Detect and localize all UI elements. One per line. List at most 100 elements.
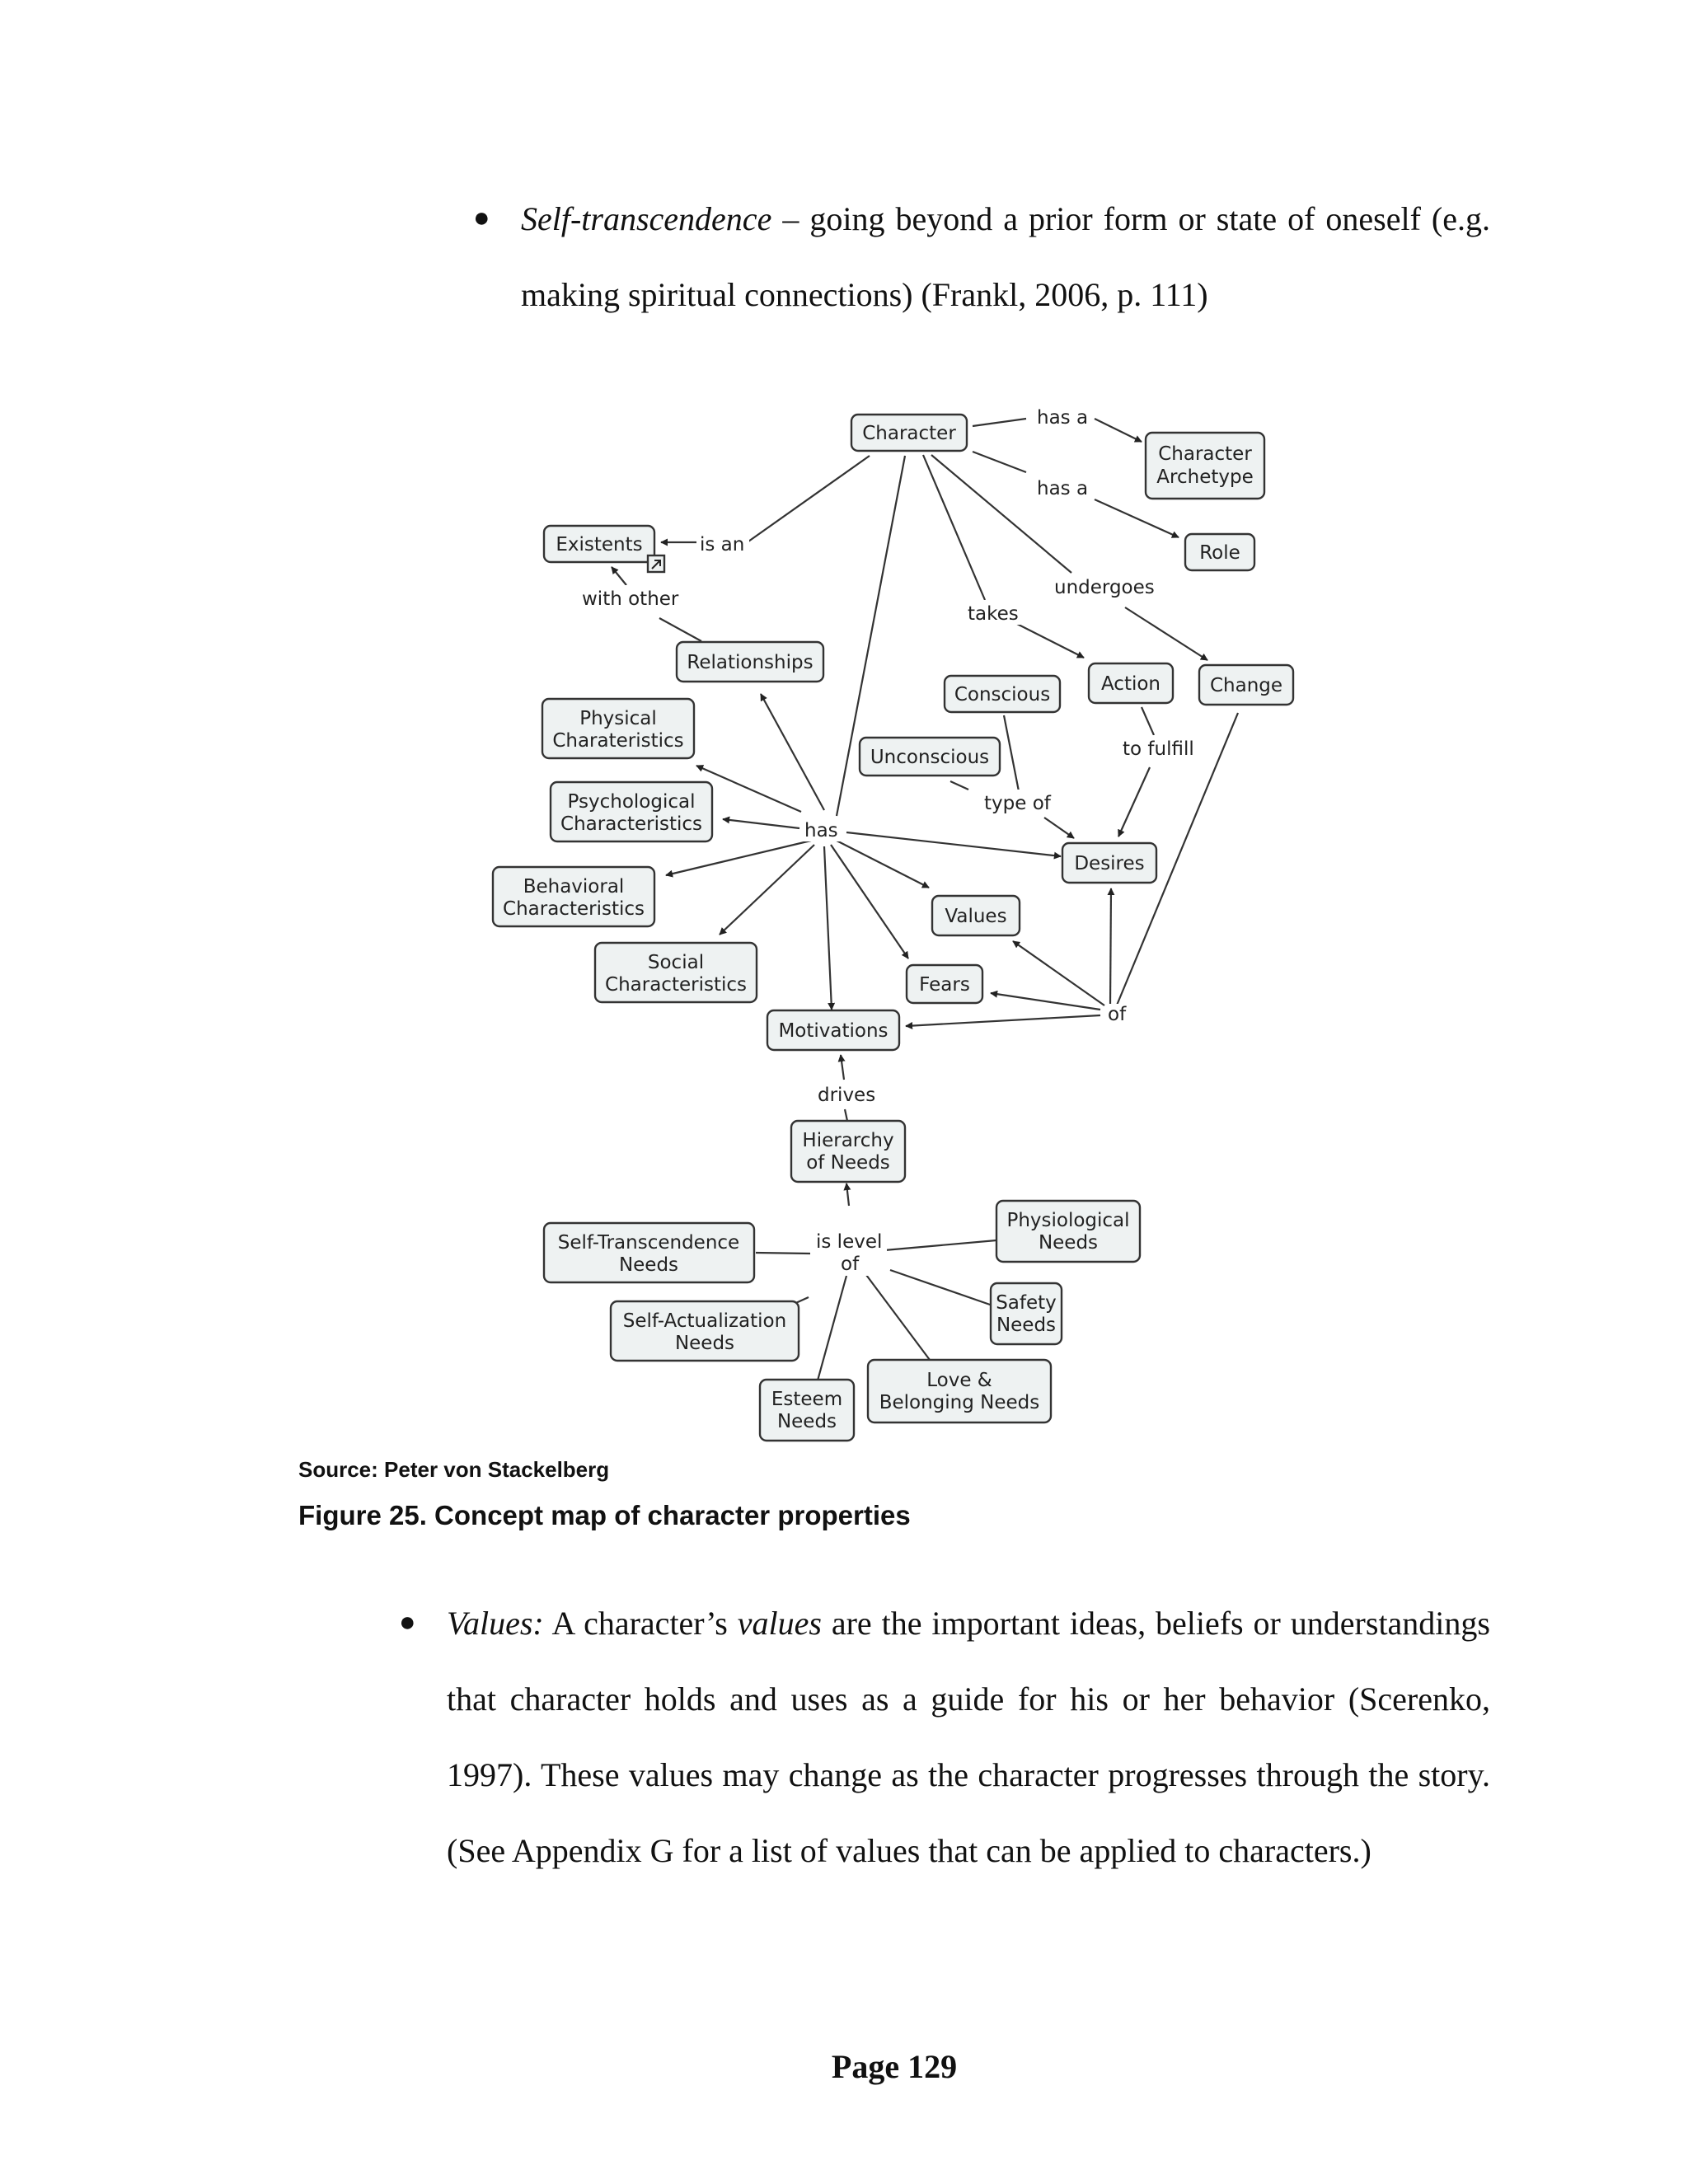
- label-is-an: is an: [700, 534, 744, 555]
- label-with-other: with other: [582, 588, 679, 610]
- svg-text:Belonging Needs: Belonging Needs: [879, 1392, 1040, 1413]
- svg-text:Characteristics: Characteristics: [503, 898, 645, 920]
- node-self-transcendence-needs: Self-Transcendence Needs: [542, 1221, 756, 1284]
- label-drives: drives: [818, 1085, 875, 1106]
- edge: [1140, 706, 1156, 736]
- bullet-line: Values: A character’s values are the imp…: [447, 1586, 1490, 1661]
- edge: [1043, 817, 1075, 839]
- edge: [1094, 418, 1142, 443]
- svg-text:Behavioral: Behavioral: [523, 876, 625, 898]
- svg-text:Role: Role: [1199, 542, 1240, 564]
- edge: [748, 455, 870, 542]
- edge: [950, 780, 969, 791]
- bullet-line: 1997). These values may change as the ch…: [447, 1756, 1490, 1793]
- edge: [816, 1275, 848, 1381]
- edge: [931, 454, 1072, 574]
- bullet-text: are the important ideas, beliefs or unde…: [821, 1605, 1490, 1642]
- edge: [889, 1268, 993, 1307]
- edge: [972, 450, 1027, 474]
- label-has-a: has a: [1037, 407, 1088, 429]
- svg-text:of Needs: of Needs: [806, 1152, 890, 1174]
- edge: [1012, 940, 1105, 1006]
- node-physical-characteristics: Physical Charateristics: [541, 697, 696, 760]
- svg-text:Needs: Needs: [1039, 1232, 1098, 1254]
- bullet-self-transcendence: Self-transcendence – going beyond a prio…: [521, 181, 1490, 333]
- label-of: of: [1108, 1004, 1127, 1025]
- svg-text:Safety: Safety: [996, 1292, 1057, 1314]
- node-physiological-needs: Physiological Needs: [995, 1199, 1142, 1263]
- svg-text:Characteristics: Characteristics: [605, 974, 747, 996]
- svg-text:Character: Character: [862, 423, 956, 444]
- edge: [755, 1251, 811, 1255]
- edge: [1107, 888, 1115, 1008]
- node-role: Role: [1184, 532, 1256, 572]
- bullet-text: – going beyond a prior form or state of …: [771, 200, 1490, 237]
- svg-text:Character: Character: [1158, 443, 1252, 465]
- svg-text:Physiological: Physiological: [1006, 1210, 1129, 1231]
- node-desires: Desires: [1061, 841, 1158, 884]
- svg-text:Values: Values: [945, 906, 1006, 927]
- svg-text:Conscious: Conscious: [954, 684, 1050, 705]
- edge: [990, 990, 1101, 1011]
- label-to-fulfill: to fulfill: [1123, 738, 1194, 760]
- svg-text:Desires: Desires: [1074, 853, 1144, 874]
- label-has-a: has a: [1037, 478, 1088, 499]
- svg-text:Needs: Needs: [619, 1254, 678, 1276]
- label-takes: takes: [968, 603, 1019, 625]
- node-change: Change: [1198, 663, 1295, 706]
- bullet-dot: ●: [399, 1607, 416, 1638]
- svg-text:Charateristics: Charateristics: [552, 730, 683, 752]
- node-love-belonging-needs: Love & Belonging Needs: [866, 1358, 1053, 1424]
- edge: [837, 1054, 846, 1080]
- svg-text:Relationships: Relationships: [687, 652, 813, 673]
- svg-text:Action: Action: [1101, 673, 1160, 695]
- edge: [696, 764, 802, 813]
- svg-text:Physical: Physical: [579, 708, 657, 729]
- svg-text:Needs: Needs: [777, 1411, 837, 1432]
- node-action: Action: [1087, 662, 1175, 705]
- edge: [1013, 621, 1085, 658]
- node-social-characteristics: Social Characteristics: [593, 941, 758, 1004]
- edge: [722, 816, 800, 830]
- term-self-transcendence: Self-transcendence: [521, 200, 772, 237]
- node-values: Values: [931, 894, 1021, 937]
- svg-text:Love &: Love &: [926, 1370, 992, 1391]
- edge: [719, 844, 815, 935]
- svg-text:Change: Change: [1210, 675, 1282, 696]
- bullet-line: Self-transcendence – going beyond a prio…: [521, 181, 1490, 257]
- label-of: of: [841, 1254, 860, 1275]
- node-safety-needs: Safety Needs: [989, 1282, 1063, 1346]
- svg-text:Self-Transcendence: Self-Transcendence: [558, 1232, 739, 1254]
- edge: [846, 831, 1062, 860]
- bullet-values: Values: A character’s values are the imp…: [447, 1586, 1490, 1889]
- bullet-line: making spiritual connections) (Frankl, 2…: [521, 276, 1208, 313]
- node-hierarchy-of-needs: Hierarchy of Needs: [790, 1119, 907, 1183]
- svg-text:Needs: Needs: [996, 1315, 1056, 1336]
- label-has: has: [804, 820, 838, 841]
- node-character: Character: [850, 413, 968, 452]
- node-character-archetype: Character Archetype: [1144, 431, 1266, 500]
- node-psychological-characteristics: Psychological Characteristics: [549, 780, 714, 843]
- svg-text:Needs: Needs: [675, 1333, 734, 1354]
- concept-map-diagram: has a has a is an with other takes under…: [491, 404, 1295, 1442]
- edge: [611, 566, 627, 586]
- node-esteem-needs: Esteem Needs: [758, 1378, 856, 1442]
- bullet-dot: ●: [473, 203, 490, 233]
- svg-text:Social: Social: [648, 952, 704, 973]
- node-fears: Fears: [905, 963, 984, 1005]
- edge: [1002, 715, 1020, 792]
- bullet-text: A character’s: [543, 1605, 738, 1642]
- node-motivations: Motivations: [766, 1009, 901, 1052]
- edge: [1124, 607, 1208, 661]
- edge: [659, 617, 702, 642]
- edge: [1117, 766, 1151, 837]
- label-undergoes: undergoes: [1054, 577, 1155, 598]
- node-unconscious: Unconscious: [858, 736, 1001, 777]
- edge: [823, 846, 836, 1010]
- svg-text:Existents: Existents: [556, 534, 642, 555]
- svg-text:Fears: Fears: [919, 974, 970, 996]
- edge: [843, 1183, 851, 1207]
- edge-labels: has a has a is an with other takes under…: [579, 404, 1197, 1276]
- edge: [760, 693, 825, 811]
- svg-text:Archetype: Archetype: [1156, 466, 1253, 488]
